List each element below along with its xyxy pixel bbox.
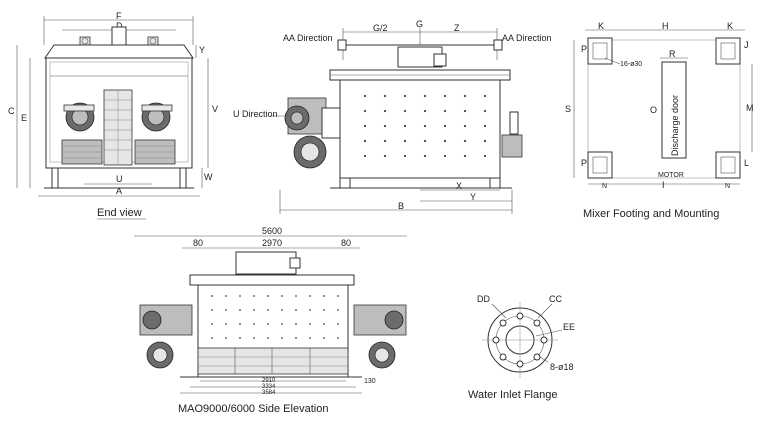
footing-discharge-door: Discharge door <box>670 95 680 156</box>
front-label-g2: G/2 <box>373 23 388 33</box>
footing-hole: 16-ø30 <box>620 61 642 68</box>
footing-foot-bottom-left <box>587 151 613 179</box>
front-label-y: Y <box>470 192 476 202</box>
footing-label-o: O <box>650 105 657 115</box>
end-label-v: V <box>212 104 218 114</box>
flange-caption: Water Inlet Flange <box>468 389 557 401</box>
front-view-discharge <box>501 111 523 158</box>
footing-label-n2: N <box>725 183 730 190</box>
end-view: F D Y <box>8 11 218 220</box>
end-label-c: C <box>8 106 15 116</box>
front-view-perforations <box>363 94 487 158</box>
footing-label-j: J <box>744 40 749 50</box>
flange-label-cc: CC <box>549 294 562 304</box>
side-dim-3334: 3334 <box>262 384 276 390</box>
aa-direction-right: AA Direction <box>502 33 552 43</box>
u-direction-label: U Direction <box>233 109 278 119</box>
end-view-left-motor <box>61 139 103 165</box>
side-elevation: 5600 80 2970 80 <box>134 226 407 415</box>
side-dim-80-left: 80 <box>193 238 203 248</box>
flange-label-holes: 8-ø18 <box>550 362 574 372</box>
side-dim-5600: 5600 <box>262 226 282 236</box>
aa-direction-left: AA Direction <box>283 33 333 43</box>
footing-label-k1: K <box>598 21 604 31</box>
footing-label-p2: P <box>581 158 587 168</box>
flange-label-dd: DD <box>477 294 490 304</box>
end-view-gearbox <box>103 89 133 166</box>
footing-motor: MOTOR <box>658 172 684 179</box>
end-label-e: E <box>21 113 27 123</box>
footing-foot-top-right <box>715 37 741 65</box>
footing-label-r: R <box>669 49 676 59</box>
front-label-g: G <box>416 19 423 29</box>
flange-label-ee: EE <box>563 322 575 332</box>
footing-label-n1: N <box>602 183 607 190</box>
side-right-drive <box>353 304 407 369</box>
footing-label-m: M <box>746 103 754 113</box>
footing-label-h: H <box>662 21 669 31</box>
flange-bolt-holes <box>492 312 548 368</box>
front-label-z: Z <box>454 23 460 33</box>
side-dim-130: 130 <box>364 378 376 385</box>
side-left-drive <box>139 304 193 369</box>
footing-foot-bottom-right <box>715 151 741 179</box>
footing-label-k2: K <box>727 21 733 31</box>
side-elevation-caption: MAO9000/6000 Side Elevation <box>178 403 328 415</box>
footing-view: K H K P J 16-ø30 R Discharge door <box>565 21 754 220</box>
end-label-w: W <box>204 172 213 182</box>
end-label-f: F <box>116 11 122 21</box>
end-view-right-reducer <box>141 102 173 132</box>
end-view-top-outlet <box>79 26 159 46</box>
front-view: AA Direction AA Direction G/2 G Z <box>233 19 552 214</box>
footing-label-l: L <box>744 158 749 168</box>
end-view-right-motor <box>134 139 176 165</box>
side-dim-3584: 3584 <box>262 390 276 396</box>
side-dim-80-right: 80 <box>341 238 351 248</box>
footing-label-p1: P <box>581 44 587 54</box>
end-view-left-reducer <box>63 102 95 132</box>
front-view-drive <box>284 97 341 169</box>
end-label-y: Y <box>199 45 205 55</box>
end-view-caption: End view <box>97 207 142 219</box>
front-label-b: B <box>398 201 404 211</box>
water-inlet-flange: DD CC EE 8-ø18 Water Inlet Flange <box>468 294 575 401</box>
side-dim-2910: 2910 <box>262 378 276 384</box>
end-label-u: U <box>116 174 123 184</box>
footing-caption: Mixer Footing and Mounting <box>583 208 719 220</box>
front-label-x: X <box>456 181 462 191</box>
footing-foot-top-left <box>587 37 613 65</box>
side-perforations <box>211 295 339 339</box>
end-label-a: A <box>116 186 122 196</box>
end-label-d: D <box>116 21 123 31</box>
side-dim-2970: 2970 <box>262 238 282 248</box>
footing-label-i: I <box>662 180 665 190</box>
footing-label-s: S <box>565 104 571 114</box>
